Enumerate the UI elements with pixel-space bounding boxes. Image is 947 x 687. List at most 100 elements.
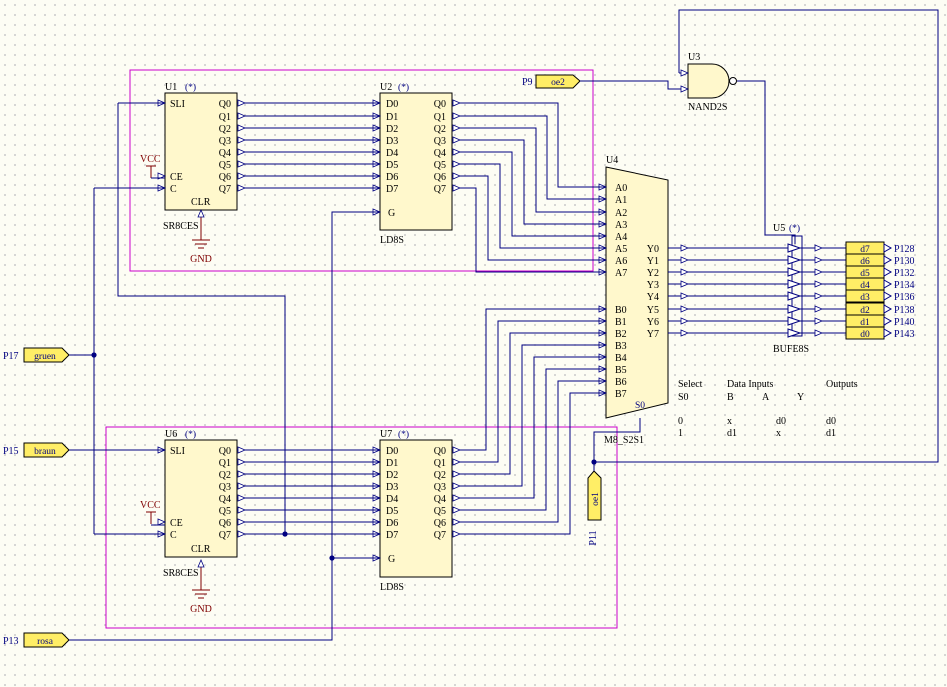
u3-ref: U3 (688, 52, 700, 63)
u3-type: NAND2S (688, 102, 727, 113)
u4-pin-y1: Y1 (647, 256, 659, 267)
pin-arrow (237, 482, 247, 490)
truth-table-cell: d1 (727, 428, 737, 439)
u4-pin-a3: A3 (615, 220, 627, 231)
u2-pin-d7: D7 (386, 184, 398, 195)
u2-ref: U2 (380, 82, 392, 93)
pin-arrow (237, 530, 247, 538)
pin-arrow (452, 446, 462, 454)
wire (452, 320, 606, 463)
port-p11-pin: P11 (588, 530, 599, 545)
pin-arrow (237, 99, 247, 107)
u7-pin-q1: Q1 (434, 458, 446, 469)
port-arrow (883, 316, 893, 326)
u2-pin-g: G (388, 208, 395, 219)
u5-buffer (787, 304, 802, 314)
port-arrow (883, 328, 893, 338)
truth-table-sub-2: A (762, 392, 770, 403)
junction-dot (591, 459, 597, 465)
u5-buffer (787, 243, 802, 253)
truth-table-outputs-header: Outputs (826, 379, 858, 390)
u1-pin-sli: SLI (170, 99, 185, 110)
wire (117, 103, 286, 534)
u6-pin-ce: CE (170, 518, 183, 529)
port-d6-net: d6 (860, 257, 870, 267)
u4-pin-a6: A6 (615, 256, 627, 267)
port-rosa-pin: P13 (3, 636, 19, 647)
u6-pin-sli: SLI (170, 446, 185, 457)
pin-arrow (452, 530, 462, 538)
u4-pin-a5: A5 (615, 244, 627, 255)
u4-pin-b7: B7 (615, 389, 627, 400)
u2-pin-q4: Q4 (434, 148, 446, 159)
u1-pin-q6: Q6 (219, 172, 231, 183)
truth-table-cell: 1 (678, 428, 683, 439)
u7-pin-d1: D1 (386, 458, 398, 469)
u4-pin-b3: B3 (615, 341, 627, 352)
u7-pin-d0: D0 (386, 446, 398, 457)
wire (452, 115, 606, 200)
pin-arrow (157, 518, 167, 526)
port-braun-pin: P15 (3, 446, 19, 457)
port-d5-net: d5 (860, 269, 870, 279)
u4-pin-b0: B0 (615, 305, 627, 316)
u4-pin-y3: Y3 (647, 280, 659, 291)
u7-ref: U7 (380, 429, 392, 440)
u1-pin-q0: Q0 (219, 99, 231, 110)
port-arrow (883, 255, 893, 265)
port-d0-net: d0 (860, 330, 870, 340)
port-gruen-flag (23, 347, 70, 363)
wire (452, 139, 606, 225)
u6-pin-clr: CLR (191, 544, 211, 555)
u6-pin-q3: Q3 (219, 482, 231, 493)
group-box-top (129, 69, 594, 272)
pin-arrow (680, 256, 690, 264)
u4-pin-b1: B1 (615, 317, 627, 328)
pin-arrow (237, 458, 247, 466)
port-braun-flag (23, 442, 70, 458)
wire (594, 9, 939, 463)
u5-buffer (787, 267, 802, 277)
port-oe1-flag (587, 470, 602, 521)
u1-vcc-label: VCC (140, 154, 161, 165)
pin-arrow (452, 506, 462, 514)
port-oe2-net: oe2 (551, 78, 565, 88)
u4-pin-y4: Y4 (647, 292, 659, 303)
u1-pin-ce: CE (170, 172, 183, 183)
u7-attr: (*) (398, 429, 409, 440)
wire (331, 211, 380, 558)
pin-arrow (680, 280, 690, 288)
u7-type: LD8S (380, 582, 404, 593)
wire (452, 127, 606, 213)
u2-pin-q1: Q1 (434, 112, 446, 123)
pin-arrow (237, 172, 247, 180)
pin-arrow (237, 506, 247, 514)
u2-pin-d6: D6 (386, 172, 398, 183)
pin-arrow (814, 256, 824, 264)
port-p128-pin: P128 (894, 244, 915, 255)
truth-table-cell: d0 (776, 416, 786, 427)
wire (452, 102, 606, 188)
port-p9-pin: P9 (522, 77, 533, 88)
port-arrow (883, 291, 893, 301)
u6-pin-q0: Q0 (219, 446, 231, 457)
wire (452, 308, 606, 451)
u2-pin-d4: D4 (386, 148, 398, 159)
u7-pin-d4: D4 (386, 494, 398, 505)
u5-buffer (787, 316, 802, 326)
u1-type: SR8CES (163, 221, 199, 232)
u2-pin-q5: Q5 (434, 160, 446, 171)
u4-pin-y7: Y7 (647, 329, 659, 340)
wire (452, 368, 606, 511)
port-oe1-net: oe1 (591, 492, 601, 506)
port-d3-flag (845, 289, 885, 303)
pin-arrow (452, 494, 462, 502)
u5-type: BUFE8S (773, 344, 809, 355)
wire (452, 175, 606, 261)
u4-pin-a1: A1 (615, 195, 627, 206)
u6-pin-q4: Q4 (219, 494, 231, 505)
port-d2-net: d2 (860, 306, 870, 316)
pin-arrow (237, 494, 247, 502)
